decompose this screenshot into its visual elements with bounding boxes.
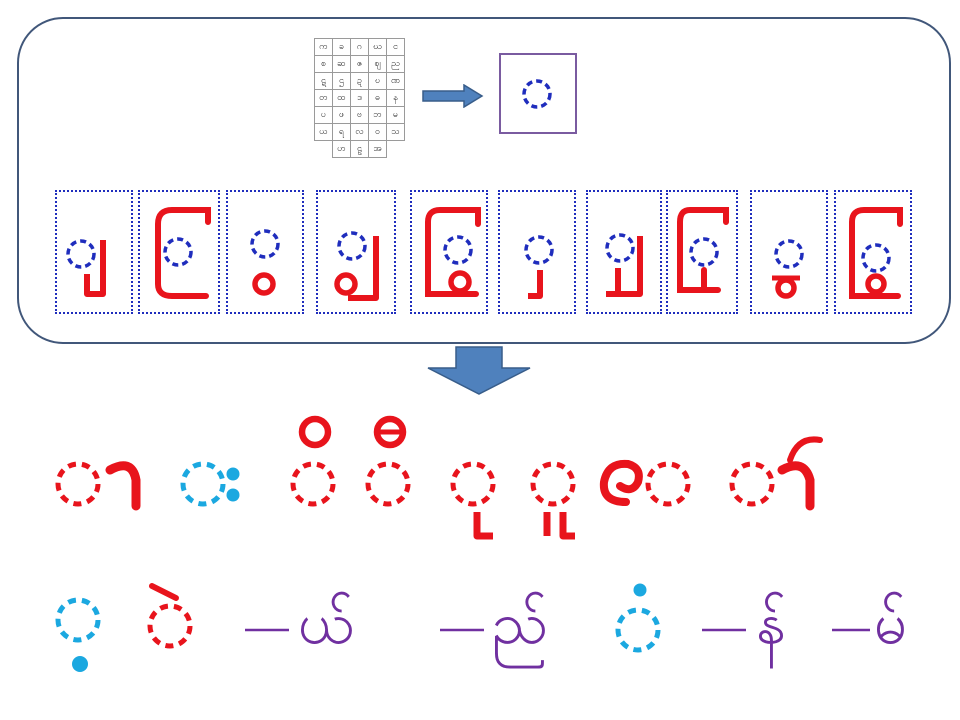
grid-cell: ဋ	[314, 72, 333, 90]
grid-cell: က	[314, 38, 333, 56]
medial-ya-pin-wa-hswe-icon	[334, 231, 379, 301]
grid-cell: ည	[386, 55, 405, 73]
grid-cell: ဎ	[368, 72, 387, 90]
medial-ya-yit-wa-hswe-icon	[425, 207, 481, 297]
visarga-icon	[180, 461, 240, 507]
grid-cell: ဘ	[368, 106, 387, 124]
arrow-right-icon	[422, 84, 484, 108]
grid-cell: ဝ	[368, 123, 387, 141]
placeholder-target-box	[499, 53, 577, 134]
grid-cell: ဇ	[350, 55, 369, 73]
vowel-e-icon	[599, 459, 691, 507]
grid-cell: ရ	[332, 123, 351, 141]
grid-row: ကခဂဃင	[314, 38, 405, 56]
vowel-ai-icon	[147, 583, 193, 649]
grid-row: တထဒဓန	[314, 89, 405, 107]
medial-ya-yit-ha-htoe-icon	[677, 207, 729, 293]
medial-card	[316, 190, 396, 314]
grid-cell: ဒ	[350, 89, 369, 107]
grid-row: ဋဌဍဎဏ	[314, 72, 405, 90]
grid-cell: ခ	[332, 38, 351, 56]
vowel-ii-icon	[365, 415, 411, 507]
medial-ha-htoe-icon	[524, 235, 554, 299]
grid-row: ပဖဗဘမ	[314, 106, 405, 124]
final-yay: ယ်	[298, 589, 355, 657]
grid-cell: ဃ	[368, 38, 387, 56]
medial-ya-pin-ha-htoe-icon	[605, 233, 643, 297]
dash-3	[702, 628, 746, 632]
consonant-grid: ကခဂဃငစဆဇဈညဋဌဍဎဏတထဒဓနပဖဗဘမယရလဝသဟဠအ	[314, 38, 405, 158]
grid-cell: ဖ	[332, 106, 351, 124]
grid-cell: တ	[314, 89, 333, 107]
grid-cell: မ	[386, 106, 405, 124]
grid-cell: လ	[350, 123, 369, 141]
grid-cell: သ	[386, 123, 405, 141]
grid-cell: ဓ	[368, 89, 387, 107]
vowel-aw-icon	[729, 436, 823, 511]
medial-card	[55, 190, 133, 314]
final-ma: မ်	[874, 589, 908, 657]
grid-cell: အ	[368, 140, 387, 158]
grid-cell	[387, 141, 405, 158]
medial-card	[666, 190, 738, 314]
grid-cell: ပ	[314, 106, 333, 124]
grid-row: ယရလဝသ	[314, 123, 405, 141]
medial-ya-yit-icon	[155, 207, 211, 299]
dot-below-icon	[55, 597, 101, 672]
grid-cell: ဈ	[368, 55, 387, 73]
final-nya: ည်	[492, 589, 549, 657]
medial-card	[410, 190, 488, 314]
medial-wa-hswe-icon	[250, 229, 280, 296]
grid-row: ဟဠအ	[315, 140, 405, 158]
medial-ya-yit-wa-hswe-ha-htoe-icon	[849, 207, 903, 299]
vowel-u-icon	[450, 461, 496, 540]
medial-wa-hswe-ha-htoe-icon	[772, 239, 804, 299]
medial-card	[498, 190, 576, 314]
final-na: န်	[756, 589, 787, 657]
dash-4	[832, 628, 870, 632]
grid-cell: ဏ	[386, 72, 405, 90]
grid-cell: ဟ	[332, 140, 351, 158]
medial-card	[226, 190, 304, 314]
grid-cell: ဌ	[332, 72, 351, 90]
dash-1	[245, 628, 289, 632]
top-panel-frame	[17, 17, 951, 344]
grid-cell: ဍ	[350, 72, 369, 90]
grid-cell: ဠ	[350, 140, 369, 158]
grid-cell: ဗ	[350, 106, 369, 124]
arrow-down-icon	[427, 346, 531, 395]
vowel-aa-icon	[55, 461, 141, 511]
grid-cell: ထ	[332, 89, 351, 107]
medial-card	[586, 190, 662, 314]
grid-row: စဆဇဈည	[314, 55, 405, 73]
dash-2	[440, 628, 484, 632]
grid-cell: ယ	[314, 123, 333, 141]
medial-ya-pin-icon	[66, 239, 106, 297]
medial-card	[138, 190, 220, 314]
vowel-uu-icon	[530, 461, 576, 540]
vowel-i-icon	[290, 415, 336, 507]
anusvara-icon	[615, 583, 661, 653]
grid-cell: ဆ	[332, 55, 351, 73]
medial-card	[834, 190, 912, 314]
grid-cell: ဂ	[350, 38, 369, 56]
grid-cell: န	[386, 89, 405, 107]
grid-cell	[315, 141, 333, 158]
grid-cell: င	[386, 38, 405, 56]
medial-card	[750, 190, 828, 314]
grid-cell: စ	[314, 55, 333, 73]
